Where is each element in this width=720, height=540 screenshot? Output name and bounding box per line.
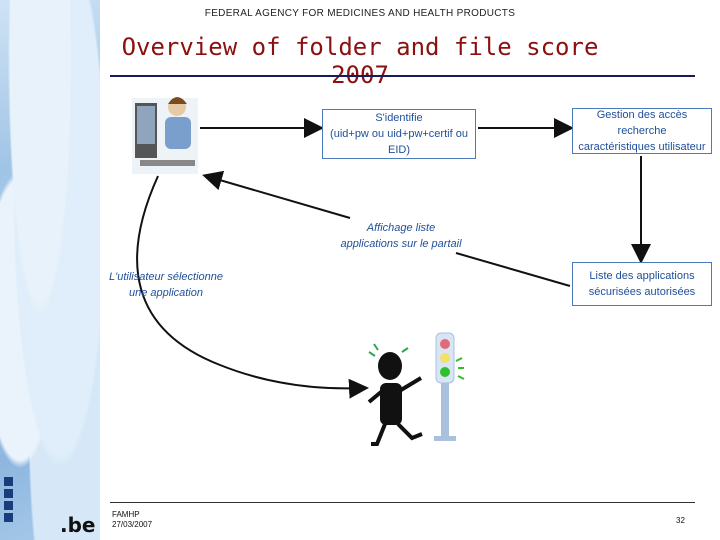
access-management-box: Gestion des accès recherche caractéristi… — [572, 108, 712, 154]
page-number: 32 — [676, 516, 685, 525]
be-logo: .be — [60, 513, 96, 537]
arrow-apps-to-display — [455, 252, 571, 287]
title-divider — [110, 75, 695, 77]
footer-divider — [110, 502, 695, 503]
footer-date: 27/03/2007 — [112, 520, 153, 529]
slide-title: Overview of folder and file score 2007 — [121, 33, 599, 89]
display-list-note: Affichage liste applications sur le part… — [338, 220, 464, 252]
arrow-display-to-user — [202, 170, 351, 219]
arrow-user-select-to-traffic — [136, 175, 369, 399]
decorative-pill-background — [0, 0, 100, 540]
decorative-squares — [4, 477, 16, 525]
user-selects-note: L'utilisateur sélectionne une applicatio… — [108, 271, 223, 299]
stick-figure-illustration — [367, 343, 423, 446]
footer-org: FAMHP — [112, 510, 140, 519]
authorized-apps-box: Liste des applications sécurisées autori… — [572, 262, 712, 306]
user-computer-illustration — [132, 97, 198, 174]
traffic-light-illustration — [434, 332, 465, 441]
agency-header: FEDERAL AGENCY FOR MEDICINES AND HEALTH … — [204, 8, 516, 19]
footer-info: FAMHP 27/03/2007 — [112, 510, 152, 530]
identify-box: S'identifie (uid+pw ou uid+pw+certif ou … — [322, 109, 476, 159]
